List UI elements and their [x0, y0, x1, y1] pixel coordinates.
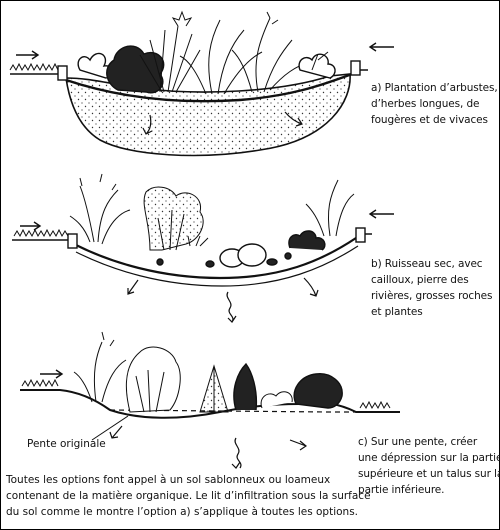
- caption-option-c: c) Sur une pente, créer une dépression s…: [358, 434, 500, 498]
- label-original-slope: Pente originale: [27, 438, 106, 450]
- caption-a-line: a) Plantation d’arbustes,: [371, 82, 498, 94]
- caption-b-line: et plantes: [371, 306, 423, 318]
- caption-c-line: partie inférieure.: [358, 484, 445, 496]
- caption-a-line: d’herbes longues, de: [371, 98, 480, 110]
- footnote-line: Toutes les options font appel à un sol s…: [6, 474, 331, 486]
- caption-a-line: fougères et de vivaces: [371, 114, 488, 126]
- caption-b-line: b) Ruisseau sec, avec: [371, 258, 483, 270]
- caption-option-b: b) Ruisseau sec, avec cailloux, pierre d…: [371, 256, 492, 320]
- caption-b-line: cailloux, pierre des: [371, 274, 469, 286]
- footnote: Toutes les options font appel à un sol s…: [6, 472, 371, 520]
- panel-b-dry-creek: [12, 173, 394, 323]
- panel-c-slope: [20, 331, 400, 469]
- caption-option-a: a) Plantation d’arbustes, d’herbes longu…: [371, 80, 498, 128]
- caption-c-line: c) Sur une pente, créer: [358, 436, 478, 448]
- caption-c-line: une dépression sur la partie: [358, 452, 500, 464]
- caption-c-line: supérieure et un talus sur la: [358, 468, 500, 480]
- panel-a-infiltration-bed: [9, 10, 394, 157]
- footnote-line: contenant de la matière organique. Le li…: [6, 490, 371, 502]
- footnote-line: du sol comme le montre l’option a) s’app…: [6, 506, 359, 518]
- caption-b-line: rivières, grosses roches: [371, 290, 493, 302]
